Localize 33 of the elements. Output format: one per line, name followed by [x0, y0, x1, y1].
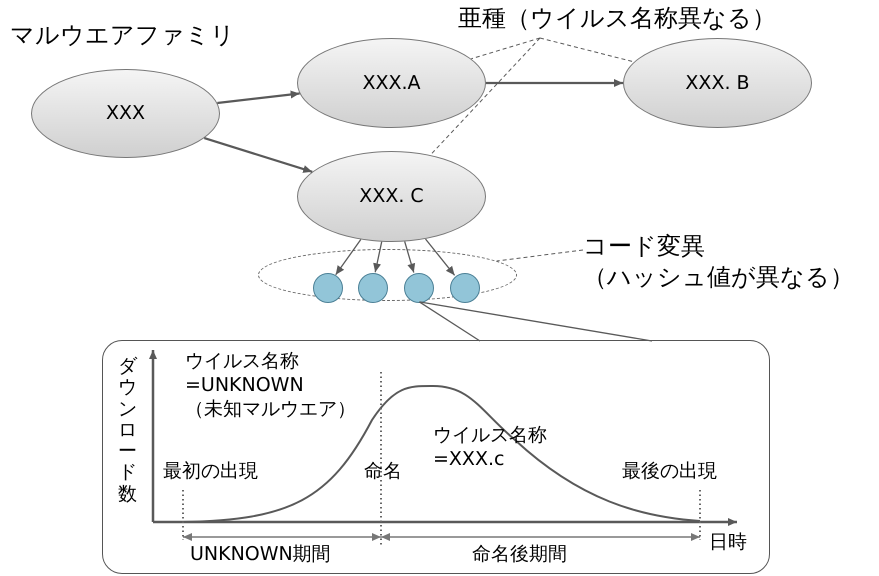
- dashed-group-ellipse: [258, 249, 517, 301]
- malware-node: XXX: [31, 69, 220, 158]
- sample-circle: [450, 273, 480, 303]
- leader-line: [540, 38, 635, 62]
- annotation-text: 亜種（ウイルス名称異なる）: [458, 2, 818, 36]
- arrow: [204, 137, 313, 173]
- variant-node: XXX. B: [623, 38, 812, 128]
- arrow: [404, 241, 416, 273]
- arrow: [425, 238, 456, 276]
- annotation-text: ウイルス名称=XXX.c: [433, 424, 547, 472]
- leader-line: [470, 38, 540, 60]
- arrow: [373, 242, 382, 272]
- arrow: [486, 79, 623, 87]
- period-label: 命名後期間: [472, 543, 567, 567]
- leader-line: [430, 38, 540, 156]
- annotation-text: ウイルス名称=UNKNOWN（未知マルウエア）: [185, 350, 356, 422]
- variant-node: XXX.A: [297, 38, 486, 128]
- sample-circle: [358, 273, 388, 303]
- period-label: UNKNOWN期間: [190, 543, 331, 567]
- axis-title: ダウンロード数: [118, 356, 138, 505]
- arrow: [217, 90, 300, 104]
- event-label: 最後の出現: [622, 460, 717, 484]
- leader-line: [496, 250, 584, 262]
- event-label: 命名: [364, 460, 402, 484]
- sample-circle: [313, 273, 343, 303]
- sample-circle: [404, 273, 434, 303]
- arrow: [335, 239, 362, 276]
- annotation-text: コード変異（ハッシュ値が異なる）: [583, 222, 873, 302]
- family-label: マルウエアファミリ: [10, 20, 235, 50]
- variant-node: XXX. C: [297, 151, 486, 242]
- callout-panel: [102, 340, 770, 574]
- axis-title: 日時: [709, 531, 747, 555]
- event-label: 最初の出現: [163, 460, 258, 484]
